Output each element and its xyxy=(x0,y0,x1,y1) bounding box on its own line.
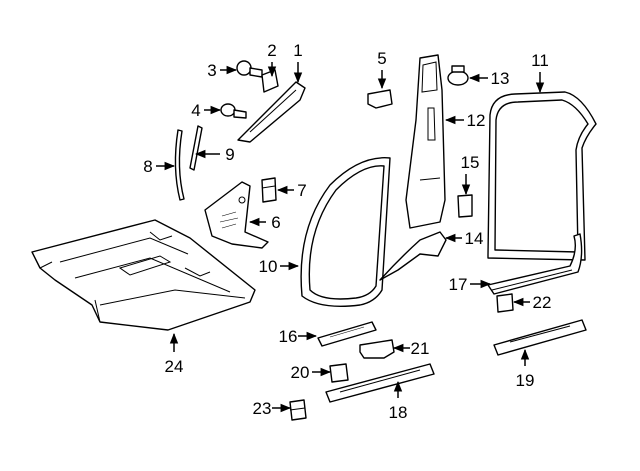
part-1-pillar-trim xyxy=(237,81,306,143)
callout-4: 4 xyxy=(191,101,222,120)
callout-10-label: 10 xyxy=(259,257,278,276)
callout-10: 10 xyxy=(259,257,300,276)
callout-2: 2 xyxy=(267,41,277,78)
callout-4-label: 4 xyxy=(191,101,200,120)
callout-12-label: 12 xyxy=(467,111,486,130)
part-23-clip xyxy=(289,399,307,421)
callout-5: 5 xyxy=(377,49,387,90)
callout-13: 13 xyxy=(468,69,510,88)
callout-11: 11 xyxy=(531,51,549,94)
callout-2-label: 2 xyxy=(267,41,276,60)
callout-22-label: 22 xyxy=(533,293,552,312)
callout-15-label: 15 xyxy=(461,153,480,172)
part-6-kick-panel xyxy=(204,181,269,249)
callout-24: 24 xyxy=(165,332,184,376)
part-2-clip xyxy=(261,69,279,93)
callout-22: 22 xyxy=(512,293,552,312)
callout-19-label: 19 xyxy=(516,371,535,390)
callout-20-label: 20 xyxy=(291,363,310,382)
callout-8: 8 xyxy=(143,157,176,176)
callout-5-label: 5 xyxy=(377,49,386,68)
callout-9-label: 9 xyxy=(225,145,234,164)
callout-14: 14 xyxy=(444,229,484,248)
callout-21-label: 21 xyxy=(411,339,430,358)
callout-20: 20 xyxy=(291,363,332,382)
part-14-lower-trim xyxy=(379,231,447,281)
part-4-clip xyxy=(220,103,247,119)
callout-17-label: 17 xyxy=(449,275,468,294)
part-17-rear-sill xyxy=(487,233,583,295)
part-11-rear-seal xyxy=(487,91,597,261)
part-8-strip xyxy=(174,129,185,201)
part-19-scuff xyxy=(493,319,587,356)
part-24-floor-carpet xyxy=(31,219,256,331)
part-12-b-pillar xyxy=(405,54,446,229)
callout-3: 3 xyxy=(207,61,238,80)
callout-17: 17 xyxy=(449,275,492,294)
callout-24-label: 24 xyxy=(165,357,184,376)
callout-16-label: 16 xyxy=(279,327,298,346)
part-20-clip xyxy=(329,363,349,383)
callout-11-label: 11 xyxy=(531,51,549,70)
callout-1: 1 xyxy=(293,41,303,84)
part-18-scuff xyxy=(325,363,435,403)
part-3-clip xyxy=(236,60,263,78)
callout-23: 23 xyxy=(253,399,292,418)
part-7-clip xyxy=(261,177,277,203)
part-16-sill xyxy=(317,321,377,347)
callout-12: 12 xyxy=(444,111,486,130)
callout-16: 16 xyxy=(279,327,318,346)
callout-7-label: 7 xyxy=(297,181,306,200)
callout-18-label: 18 xyxy=(389,403,408,422)
callout-23-label: 23 xyxy=(253,399,272,418)
callout-18: 18 xyxy=(389,380,408,422)
callout-9: 9 xyxy=(194,145,235,164)
callout-14-label: 14 xyxy=(465,229,484,248)
part-15-clip xyxy=(457,194,473,218)
callout-13-label: 13 xyxy=(491,69,510,88)
part-9-clip xyxy=(189,125,203,171)
part-22-clip xyxy=(496,293,514,313)
part-5-clip xyxy=(367,89,393,109)
callout-8-label: 8 xyxy=(143,157,152,176)
callout-15: 15 xyxy=(461,153,480,196)
part-13-clip xyxy=(447,65,469,86)
callout-7: 7 xyxy=(276,181,307,200)
callout-21: 21 xyxy=(392,339,430,358)
callout-6-label: 6 xyxy=(271,213,280,232)
part-10-door-seal xyxy=(300,157,391,308)
callout-6: 6 xyxy=(248,213,281,232)
part-21-clip xyxy=(359,339,395,359)
callout-19: 19 xyxy=(516,348,535,390)
callout-3-label: 3 xyxy=(207,61,216,80)
callout-1-label: 1 xyxy=(293,41,302,60)
